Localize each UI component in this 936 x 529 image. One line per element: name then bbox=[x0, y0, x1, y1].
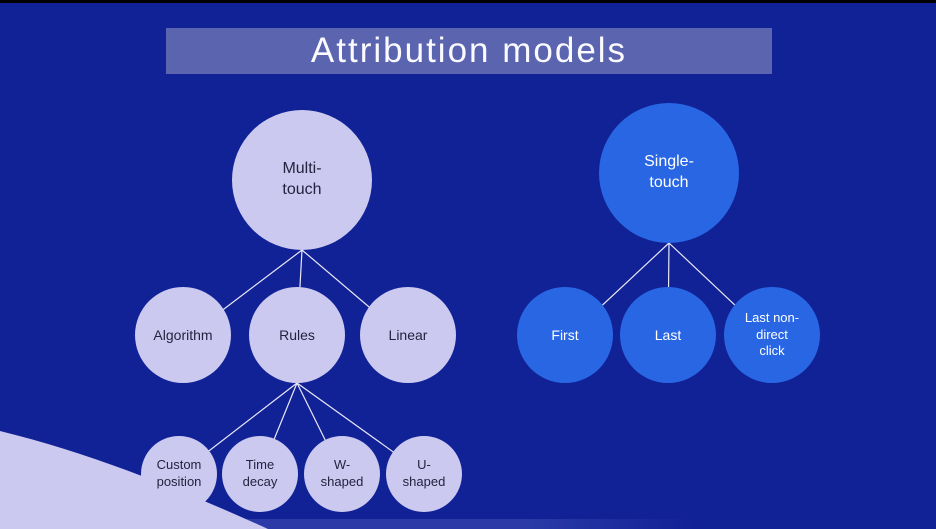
node-first[interactable]: First bbox=[517, 287, 613, 383]
title-banner[interactable]: Attribution models bbox=[166, 28, 772, 74]
node-linear-label: Linear bbox=[388, 326, 428, 343]
node-algorithm-label: Algorithm bbox=[153, 326, 213, 343]
node-algorithm[interactable]: Algorithm bbox=[135, 287, 231, 383]
top-letterbox-strip bbox=[0, 0, 936, 3]
node-w-shaped[interactable]: W- shaped bbox=[304, 436, 380, 512]
node-multi-touch[interactable]: Multi- touch bbox=[232, 110, 372, 250]
node-w-shaped-label: W- shaped bbox=[320, 457, 364, 489]
node-single-touch[interactable]: Single- touch bbox=[599, 103, 739, 243]
node-time-decay[interactable]: Time decay bbox=[222, 436, 298, 512]
node-last-non-direct-click[interactable]: Last non- direct click bbox=[724, 287, 820, 383]
node-custom-position[interactable]: Custom position bbox=[141, 436, 217, 512]
node-u-shaped-label: U- shaped bbox=[402, 457, 446, 489]
page-title: Attribution models bbox=[310, 31, 628, 70]
node-u-shaped[interactable]: U- shaped bbox=[386, 436, 462, 512]
node-last-label: Last bbox=[654, 326, 682, 343]
node-last-non-direct-click-label: Last non- direct click bbox=[744, 309, 800, 359]
bottom-accent-bar bbox=[0, 519, 700, 529]
node-first-label: First bbox=[551, 326, 579, 343]
node-linear[interactable]: Linear bbox=[360, 287, 456, 383]
node-last[interactable]: Last bbox=[620, 287, 716, 383]
node-single-touch-label: Single- touch bbox=[644, 153, 694, 191]
node-rules-label: Rules bbox=[279, 326, 315, 343]
node-rules[interactable]: Rules bbox=[249, 287, 345, 383]
node-multi-touch-label: Multi- touch bbox=[282, 160, 322, 198]
node-time-decay-label: Time decay bbox=[242, 457, 278, 489]
node-custom-position-label: Custom position bbox=[156, 457, 202, 489]
